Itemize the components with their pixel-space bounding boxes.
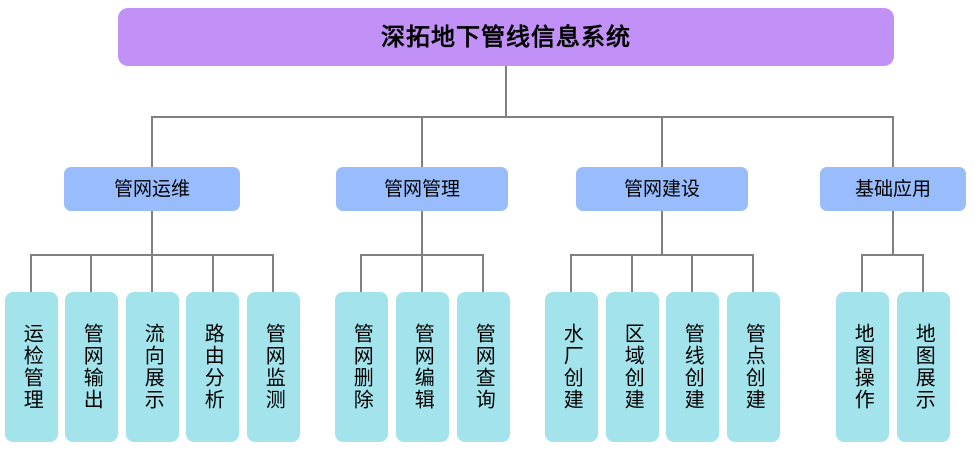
connector-branch1-child-2 — [90, 254, 92, 292]
leaf-node-label: 管网输出 — [80, 323, 105, 411]
leaf-node-flow-display[interactable]: 流向展示 — [126, 292, 179, 442]
connector-to-branch-1 — [151, 116, 153, 167]
connector-root-stem — [505, 66, 507, 117]
connector-branch1-child-3 — [151, 254, 153, 292]
connector-branch3-child-1 — [570, 254, 572, 292]
root-node-label: 深拓地下管线信息系统 — [381, 23, 631, 51]
connector-branch2-child-3 — [482, 254, 484, 292]
leaf-node-water-plant-create[interactable]: 水厂创建 — [545, 292, 598, 442]
connector-branch3-child-3 — [691, 254, 693, 292]
leaf-node-label: 管网查询 — [472, 323, 497, 411]
leaf-node-network-delete[interactable]: 管网删除 — [335, 292, 388, 442]
connector-to-branch-3 — [661, 116, 663, 167]
leaf-node-label: 地图展示 — [912, 323, 937, 411]
leaf-node-label: 管网编辑 — [411, 323, 436, 411]
connector-branch3-bus — [571, 254, 753, 256]
connector-branch1-child-1 — [30, 254, 32, 292]
branch-node-pipe-network-management[interactable]: 管网管理 — [336, 167, 508, 211]
connector-branch3-child-2 — [631, 254, 633, 292]
leaf-node-map-operation[interactable]: 地图操作 — [836, 292, 889, 442]
leaf-node-network-monitoring[interactable]: 管网监测 — [247, 292, 300, 442]
branch-node-label: 管网运维 — [113, 177, 190, 200]
leaf-node-label: 运检管理 — [20, 323, 45, 411]
connector-branch1-stem — [151, 211, 153, 255]
connector-level2-bus — [152, 116, 894, 118]
leaf-node-label: 管线创建 — [681, 323, 706, 411]
branch-node-label: 管网建设 — [623, 177, 700, 200]
connector-branch2-stem — [421, 211, 423, 255]
leaf-node-label: 区域创建 — [621, 323, 646, 411]
branch-node-basic-application[interactable]: 基础应用 — [820, 167, 966, 211]
connector-branch1-child-4 — [212, 254, 214, 292]
connector-branch4-stem — [892, 211, 894, 255]
leaf-node-area-create[interactable]: 区域创建 — [606, 292, 659, 442]
branch-node-pipe-network-operations[interactable]: 管网运维 — [64, 167, 240, 211]
leaf-node-label: 管点创建 — [742, 323, 767, 411]
leaf-node-label: 路由分析 — [201, 323, 226, 411]
branch-node-label: 管网管理 — [383, 177, 460, 200]
connector-branch4-child-1 — [861, 254, 863, 292]
leaf-node-pipeline-create[interactable]: 管线创建 — [666, 292, 719, 442]
leaf-node-label: 管网监测 — [262, 323, 287, 411]
leaf-node-label: 流向展示 — [141, 323, 166, 411]
connector-branch3-child-4 — [752, 254, 754, 292]
connector-to-branch-4 — [892, 116, 894, 167]
connector-branch3-stem — [661, 211, 663, 255]
connector-branch2-child-1 — [360, 254, 362, 292]
leaf-node-route-analysis[interactable]: 路由分析 — [186, 292, 239, 442]
leaf-node-label: 水厂创建 — [560, 323, 585, 411]
connector-branch4-bus — [862, 254, 924, 256]
branch-node-pipe-network-construction[interactable]: 管网建设 — [576, 167, 748, 211]
connector-branch2-child-2 — [421, 254, 423, 292]
leaf-node-map-display[interactable]: 地图展示 — [897, 292, 950, 442]
leaf-node-network-query[interactable]: 管网查询 — [457, 292, 510, 442]
branch-node-label: 基础应用 — [854, 177, 931, 200]
leaf-node-network-output[interactable]: 管网输出 — [65, 292, 118, 442]
leaf-node-network-edit[interactable]: 管网编辑 — [396, 292, 449, 442]
leaf-node-inspection-management[interactable]: 运检管理 — [5, 292, 58, 442]
leaf-node-label: 管网删除 — [350, 323, 375, 411]
connector-branch4-child-2 — [922, 254, 924, 292]
root-node-system-title[interactable]: 深拓地下管线信息系统 — [118, 8, 894, 66]
leaf-node-label: 地图操作 — [851, 323, 876, 411]
leaf-node-pipe-point-create[interactable]: 管点创建 — [727, 292, 780, 442]
connector-to-branch-2 — [421, 116, 423, 167]
connector-branch1-child-5 — [272, 254, 274, 292]
